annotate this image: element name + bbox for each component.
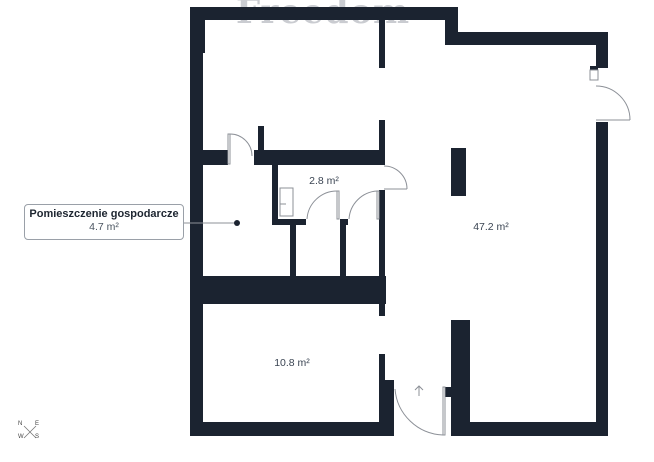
room-area-bathroom: 2.8 m²	[309, 175, 339, 187]
compass-w: W	[18, 434, 24, 440]
window	[589, 69, 599, 81]
compass-n: N	[18, 421, 23, 427]
compass-rose-icon	[23, 425, 37, 439]
bathroom-fixture	[279, 187, 294, 217]
compass: N E W S	[18, 421, 44, 443]
callout-leader	[182, 220, 240, 226]
doors	[227, 85, 631, 436]
compass-s: S	[35, 434, 40, 440]
callout-title: Pomieszczenie gospodarcze	[29, 208, 179, 220]
room-callout: Pomieszczenie gospodarcze 4.7 m²	[24, 204, 184, 240]
room-area-main: 47.2 m²	[473, 221, 509, 233]
walls	[190, 7, 608, 436]
room-area-lower-room: 10.8 m²	[274, 357, 310, 369]
compass-e: E	[35, 421, 40, 427]
callout-area: 4.7 m²	[89, 221, 119, 233]
entrance-arrow-icon	[414, 385, 424, 396]
